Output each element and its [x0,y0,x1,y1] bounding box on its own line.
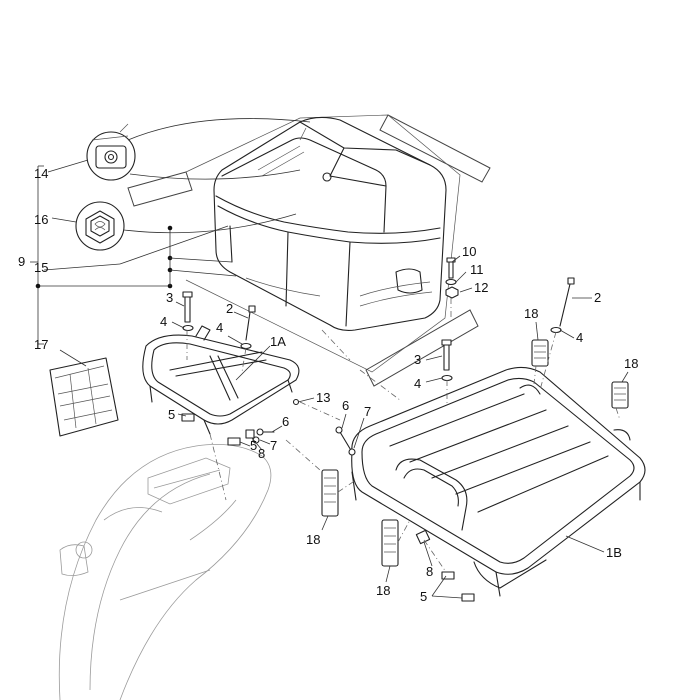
label-18-right: 18 [624,356,638,371]
top-case-box [213,116,447,331]
manual-bag [49,357,119,437]
label-1B: 1B [606,545,622,560]
label-18-left: 18 [306,532,320,547]
small-rack-1A [142,325,300,435]
badge-callout-leader [123,213,297,234]
label-4-left-a: 4 [160,314,167,329]
screw-6-left [256,428,275,436]
scooter-rear-outline [58,444,272,700]
label-17: 17 [34,337,48,352]
hexagon-badge-icon [85,210,115,244]
label-11: 11 [470,262,484,277]
rubber-strap-right [611,381,629,409]
rubber-strap-left [321,469,339,517]
clip-8-right [415,529,431,545]
clip-8-left [245,429,255,439]
label-8-right: 8 [426,564,433,579]
label-3-right: 3 [414,352,421,367]
label-16: 16 [34,212,48,227]
lock-cylinder-icon [91,123,129,169]
case-frame-outline [185,114,461,373]
label-18-bottom: 18 [376,583,390,598]
placement-band-left [127,171,193,207]
label-7-right: 7 [364,404,371,419]
label-5-left-a: 5 [168,407,175,422]
washer-11 [445,278,457,286]
label-10: 10 [462,244,476,259]
lock-callout-leader [127,118,311,141]
label-4-right-b: 4 [576,330,583,345]
bolt-3-right [441,339,452,371]
placement-band-top [379,114,491,183]
label-9: 9 [18,254,25,269]
washer-4-left-a [182,324,194,332]
nut-12 [445,286,459,299]
bolt-2-right [559,277,575,327]
label-2-left: 2 [226,301,233,316]
rubber-strap-bottom [381,519,399,567]
label-5-left-b: 5 [250,438,257,453]
washer-4-right-a [441,374,453,382]
nut-13 [292,398,300,406]
bolt-3-left [182,291,193,323]
clip-5-right [441,571,475,602]
label-14: 14 [34,166,48,181]
large-rack-1B [351,366,646,597]
rubber-strap-top [531,339,549,367]
label-3-left: 3 [166,290,173,305]
label-7-left: 7 [270,438,277,453]
badge-detail-callout [75,201,125,251]
clip-7-right [348,448,356,456]
placement-band-bottom-right [365,309,479,387]
screw-6-right [335,426,353,453]
label-18-top: 18 [524,306,538,321]
label-1A: 1A [270,334,286,349]
label-4-right-a: 4 [414,376,421,391]
clip-5-left [181,413,241,446]
label-13: 13 [316,390,330,405]
label-4-left-b: 4 [216,320,223,335]
lock-detail-callout [86,131,136,181]
part-labels: 14 16 9 15 17 3 2 4 4 1A 13 5 5 6 7 8 10… [18,166,638,604]
assembly-guide-lines [186,298,621,573]
label-8-left: 8 [258,446,265,461]
label-12: 12 [474,280,488,295]
label-2-right: 2 [594,290,601,305]
label-6-left: 6 [282,414,289,429]
label-15: 15 [34,260,48,275]
leader-lines [47,159,629,599]
bolt-2-left [245,305,256,341]
washer-4-left-b [240,342,252,350]
label-6-right: 6 [342,398,349,413]
label-5-right: 5 [420,589,427,604]
washer-4-right-b [550,326,562,334]
